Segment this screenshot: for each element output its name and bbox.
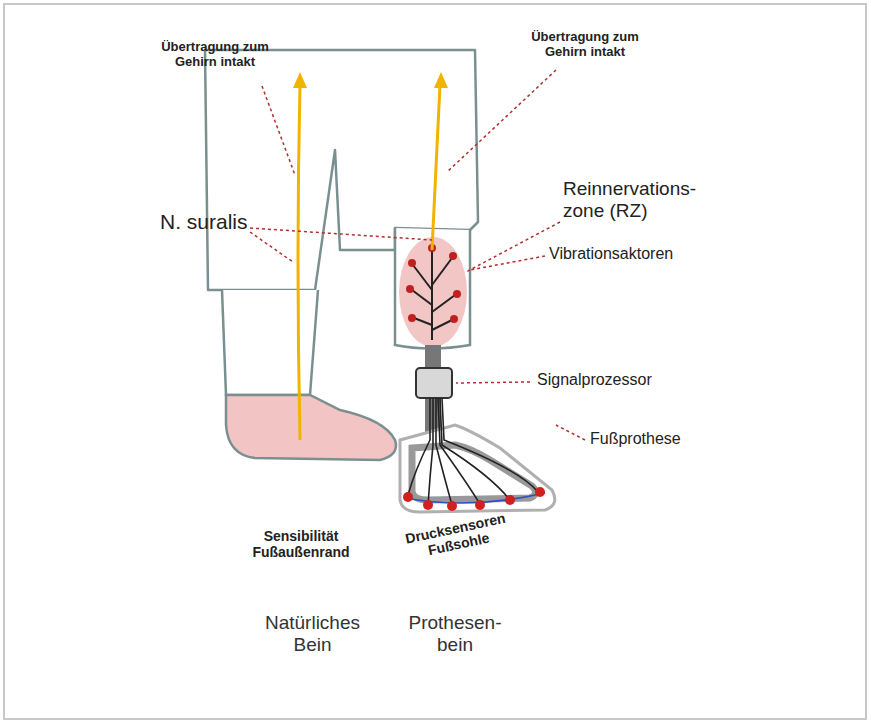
leg-caption: Prothesen- bein [400, 612, 510, 656]
sensation-label: Sensibilität Fußaußenrand [236, 528, 366, 560]
left-foot [226, 395, 396, 460]
reinnervation-zone [399, 237, 467, 347]
leader-lines [250, 70, 585, 440]
actuator-label: Vibrationsaktoren [549, 245, 719, 263]
right-nerve [432, 85, 440, 250]
signal-processor [416, 368, 452, 398]
leg-caption: Natürliches Bein [250, 612, 375, 656]
transmission-note: Übertragung zum Gehirn intakt [520, 30, 650, 60]
transmission-note: Übertragung zum Gehirn intakt [150, 40, 280, 70]
frame [4, 4, 866, 719]
nerve-name: N. suralis [160, 210, 280, 234]
prosthesis-label: Fußprothese [590, 430, 730, 448]
left-shin [222, 290, 318, 395]
zone-label: Reinnervations- zone (RZ) [563, 178, 713, 222]
processor-label: Signalprozessor [537, 371, 707, 389]
left-nerve [298, 85, 300, 440]
